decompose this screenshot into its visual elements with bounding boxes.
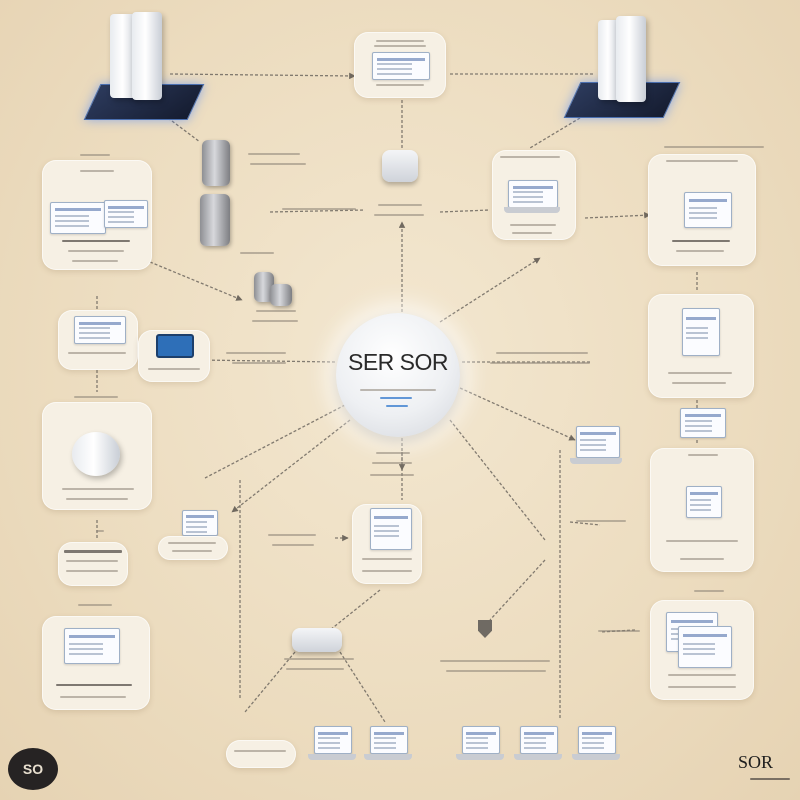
central-hub[interactable]: SER SOR (336, 313, 460, 437)
wire-router-up (329, 589, 381, 631)
laptop-icon (182, 510, 218, 536)
wire-hub-lowleft (204, 404, 346, 479)
monitor-icon (372, 52, 430, 80)
brand-logo-right-text: SOR (738, 752, 774, 772)
wire-mid-left (269, 209, 366, 213)
bottom-card-1[interactable] (226, 740, 296, 768)
monitor-icon (508, 180, 558, 208)
router-icon (382, 150, 418, 182)
wire-shield (489, 559, 546, 621)
wire-top-left (169, 72, 356, 80)
storage-cylinder-icon (254, 272, 274, 302)
wire-hub-upright (439, 257, 541, 323)
laptop-icon (578, 726, 616, 754)
wire-left-down (149, 261, 243, 301)
wire-center-right (569, 521, 601, 526)
laptop-icon (462, 726, 500, 754)
brand-logo-left: SO (8, 748, 58, 790)
router-icon (292, 628, 342, 652)
monitor-icon (684, 192, 732, 228)
wire-router-left (244, 651, 296, 713)
storage-cylinder-icon (202, 140, 230, 186)
monitor-icon (156, 334, 194, 358)
monitor-icon (686, 486, 722, 518)
center-lower-card[interactable] (352, 504, 422, 584)
server-rack-icon (64, 628, 120, 664)
laptop-icon (520, 726, 558, 754)
brand-logo-left-text: SO (22, 761, 44, 777)
top-center-card[interactable] (354, 32, 446, 98)
right-bottom-card[interactable] (650, 600, 754, 700)
monitor-icon (50, 202, 106, 234)
monitor-icon (680, 408, 726, 438)
hub-title: SER SOR (347, 349, 449, 375)
left-mid-card[interactable] (58, 310, 138, 370)
center-right-card[interactable] (492, 150, 576, 240)
right-top-card[interactable] (648, 154, 756, 266)
wire-right-rack (529, 117, 581, 149)
left-text-card[interactable] (58, 542, 128, 586)
monitor-icon (682, 308, 720, 356)
wire-mid-right (439, 209, 491, 213)
left-laptop-card[interactable] (158, 536, 228, 560)
server-tower-icon (132, 12, 162, 100)
monitor-icon (678, 626, 732, 668)
laptop-icon (370, 726, 408, 754)
right-mid-card[interactable] (648, 294, 754, 398)
storage-cylinder-icon (270, 284, 292, 306)
server-tower-icon (598, 20, 620, 100)
server-tower-icon (616, 16, 646, 102)
storage-cylinder-icon (200, 194, 230, 246)
left-lower-card[interactable] (42, 402, 152, 510)
monitor-icon (74, 316, 126, 344)
monitor-icon (104, 200, 148, 228)
laptop-icon (314, 726, 352, 754)
wire-hub-lowright (449, 419, 546, 541)
wire-router-right (339, 651, 386, 723)
left-bottom-card[interactable] (42, 616, 150, 710)
wire-hub-left (199, 359, 336, 363)
wire-right-cross (584, 212, 651, 219)
wire-hub-right2 (459, 387, 576, 441)
monitor-icon (370, 508, 412, 550)
blue-device-card[interactable] (138, 330, 210, 382)
laptop-icon (576, 426, 620, 458)
left-top-card[interactable] (42, 160, 152, 270)
server-tower-icon (72, 432, 120, 476)
right-lower-card[interactable] (650, 448, 754, 572)
brand-logo-right: SOR (732, 752, 798, 792)
shield-icon (478, 620, 492, 638)
wire-rack-left (159, 111, 201, 143)
